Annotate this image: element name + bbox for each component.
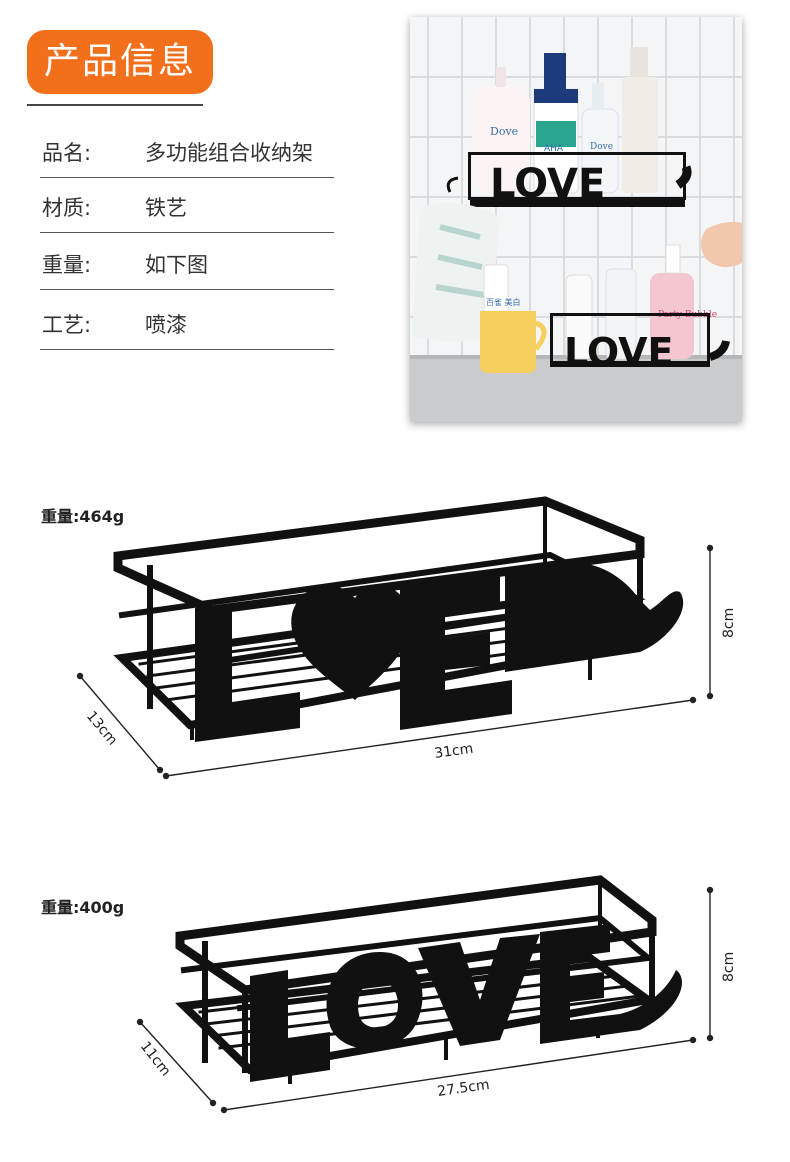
weight-label-large: 重量:464g xyxy=(41,507,125,526)
spec-value: 多功能组合收纳架 xyxy=(145,141,313,165)
tube-text: 百雀 美白 xyxy=(486,297,521,307)
section-title-underline xyxy=(27,104,203,106)
bottle-brand-text: Dove xyxy=(490,125,518,138)
length-label-small: 27.5cm xyxy=(436,1077,490,1100)
height-label-small: 8cm xyxy=(721,952,737,982)
spec-value: 如下图 xyxy=(145,253,208,277)
product-diagram-small: 27.5cm 11cm 8cm xyxy=(136,875,737,1114)
love-front-plate-small xyxy=(250,924,682,1082)
depth-label-small: 11cm xyxy=(137,1039,174,1080)
spec-label: 材质: xyxy=(42,196,92,220)
spec-row-name: 品名: 多功能组合收纳架 xyxy=(40,121,334,178)
bathroom-scene-illustration: Dove AHA Dove LOVE 百雀 美白 xyxy=(410,17,742,422)
upper-love-shelf: LOVE xyxy=(446,152,692,207)
height-label-large: 8cm xyxy=(721,608,737,638)
product-lifestyle-photo: Dove AHA Dove LOVE 百雀 美白 xyxy=(410,17,742,422)
product-diagram-large: 31cm 13cm 8cm xyxy=(76,496,737,780)
length-label-large: 31cm xyxy=(433,741,474,762)
spec-value: 铁艺 xyxy=(145,196,187,220)
upper-shelf-letters: LOVE xyxy=(490,161,605,207)
spec-label: 工艺: xyxy=(42,313,92,337)
lower-love-shelf: LOVE xyxy=(550,313,730,374)
weight-label-small: 重量:400g xyxy=(41,898,125,917)
spec-label: 品名: xyxy=(42,141,92,165)
spec-row-weight: 重量: 如下图 xyxy=(40,233,334,290)
upper-bottles: Dove AHA Dove xyxy=(472,47,658,194)
bottle-brand-text-3: Dove xyxy=(590,142,613,152)
depth-label-large: 13cm xyxy=(83,708,120,748)
section-title-badge: 产品信息 xyxy=(27,30,213,94)
spec-row-material: 材质: 铁艺 xyxy=(40,176,334,233)
spec-row-process: 工艺: 喷漆 xyxy=(40,293,334,350)
spec-value: 喷漆 xyxy=(145,313,187,337)
love-front-plate-large xyxy=(195,562,684,742)
bottle-brand-text-2: AHA xyxy=(544,144,564,154)
lower-shelf-letters: LOVE xyxy=(564,330,674,374)
spec-label: 重量: xyxy=(42,253,92,277)
